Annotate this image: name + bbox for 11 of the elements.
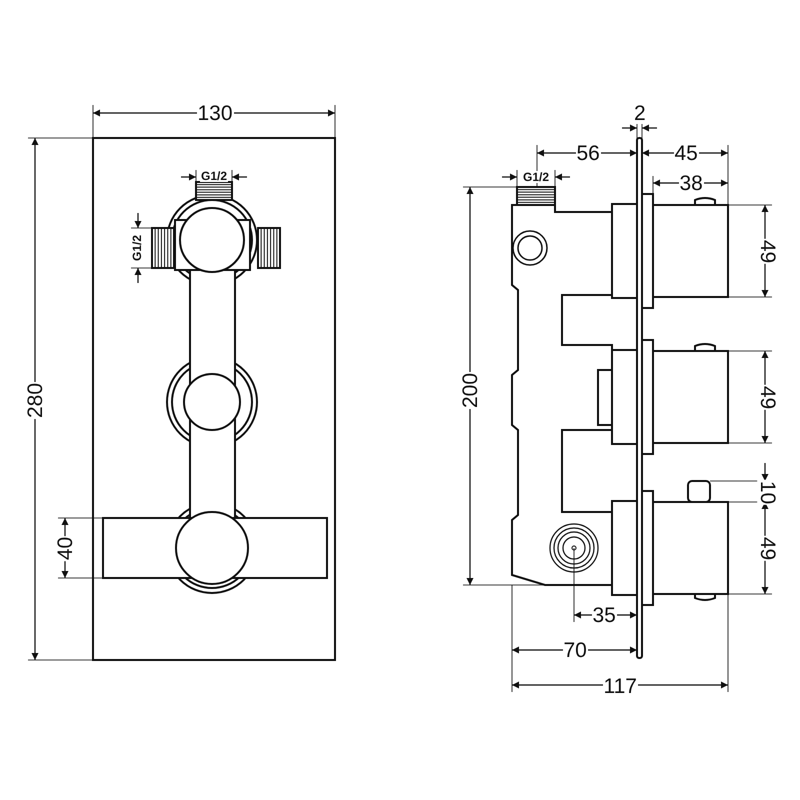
dimension-label: G1/2	[522, 171, 550, 183]
dimension-label: G1/2	[200, 170, 228, 182]
dimension-label: G1/2	[131, 234, 143, 262]
dimension-label: 56	[576, 142, 601, 164]
dimension-label: 38	[678, 172, 704, 194]
dimension-label: 2	[633, 102, 647, 124]
dimension-label: 130	[196, 102, 234, 124]
dimension-label: 45	[674, 142, 699, 164]
dimension-label: 35	[592, 604, 617, 626]
dimension-label: 70	[562, 640, 588, 660]
dimension-label: 10	[756, 479, 778, 505]
